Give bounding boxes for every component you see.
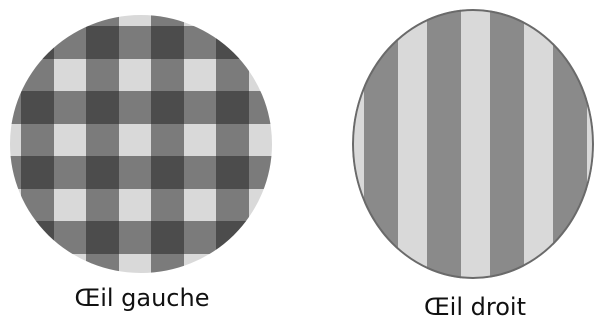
right-eye-pattern (352, 9, 594, 279)
plaid-horizontal-band (10, 91, 272, 124)
plaid-horizontal-band (10, 26, 272, 59)
vertical-stripe (427, 9, 461, 279)
plaid-horizontal-band (10, 221, 272, 254)
vertical-stripe (364, 9, 398, 279)
left-eye-caption: Œil gauche (62, 284, 222, 312)
right-eye-stripe-disc (352, 9, 594, 279)
plaid-horizontal-band (10, 156, 272, 189)
vertical-stripe (490, 9, 524, 279)
left-eye-pattern (10, 15, 272, 273)
right-eye-caption: Œil droit (390, 293, 560, 321)
left-eye-checker-disc (10, 15, 272, 273)
